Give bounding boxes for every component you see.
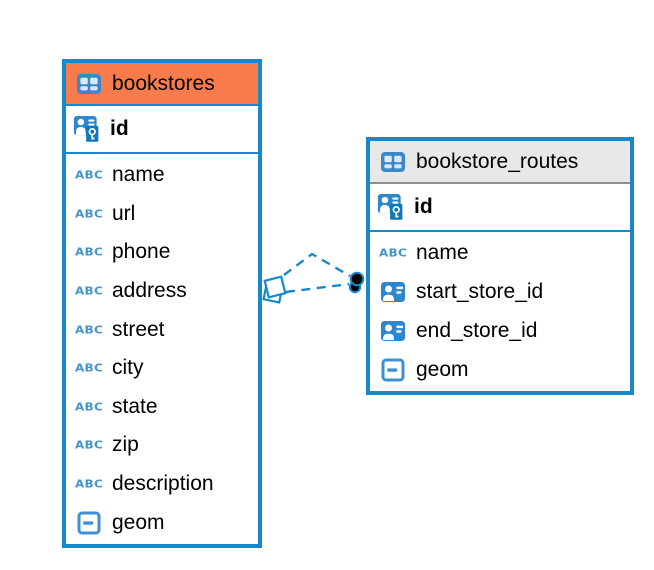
column-row-id[interactable]: id	[66, 106, 258, 154]
column-name: id	[110, 117, 129, 140]
column-name: id	[414, 195, 433, 218]
table-name: bookstore_routes	[416, 149, 579, 173]
column-name: address	[112, 279, 187, 303]
column-row-end_store_id[interactable]: end_store_id	[370, 312, 630, 351]
column-name: geom	[416, 357, 469, 381]
relationship-dot-endpoint[interactable]	[348, 271, 365, 294]
table-icon	[379, 151, 407, 173]
column-row-zip[interactable]: ABC zip	[66, 426, 258, 465]
text-icon: ABC	[74, 284, 104, 298]
relationship-line-1[interactable]	[283, 252, 351, 278]
column-name: end_store_id	[416, 318, 538, 342]
column-row-address[interactable]: ABC address	[66, 272, 258, 311]
column-row-url[interactable]: ABC url	[66, 195, 258, 234]
table-name: bookstores	[112, 71, 215, 95]
table-header[interactable]: bookstores	[66, 63, 258, 106]
column-name: zip	[112, 433, 139, 457]
relationship-diamond-endpoint[interactable]	[262, 275, 287, 304]
column-row-state[interactable]: ABC state	[66, 388, 258, 427]
geometry-icon	[75, 511, 103, 535]
column-name: state	[112, 394, 158, 418]
text-icon: ABC	[74, 323, 104, 337]
text-icon: ABC	[74, 400, 104, 414]
reference-icon	[379, 281, 407, 303]
column-name: start_store_id	[416, 280, 544, 304]
column-name: description	[112, 472, 214, 496]
geometry-icon	[379, 358, 407, 382]
column-name: phone	[112, 240, 171, 264]
column-row-description[interactable]: ABC description	[66, 465, 258, 504]
column-name: url	[112, 201, 136, 225]
column-name: geom	[112, 510, 165, 534]
column-row-name[interactable]: ABC name	[66, 156, 258, 195]
text-icon: ABC	[74, 168, 104, 182]
text-icon: ABC	[74, 246, 104, 259]
table-bookstore-routes[interactable]: bookstore_routes id ABC name start_store_i…	[366, 137, 634, 395]
column-row-start_store_id[interactable]: start_store_id	[370, 273, 630, 312]
reference-icon	[379, 320, 407, 342]
text-icon: ABC	[74, 477, 104, 491]
text-icon: ABC	[378, 246, 408, 260]
primary-key-icon	[377, 189, 405, 226]
text-icon: ABC	[74, 207, 104, 221]
column-row-street[interactable]: ABC street	[66, 310, 258, 349]
column-row-geom[interactable]: geom	[66, 503, 258, 542]
column-row-id[interactable]: id	[370, 184, 630, 232]
column-name: city	[112, 356, 144, 380]
table-header[interactable]: bookstore_routes	[370, 141, 630, 184]
column-row-phone[interactable]: ABC phone	[66, 233, 258, 272]
text-icon: ABC	[74, 361, 104, 375]
primary-key-icon	[73, 111, 101, 148]
column-name: name	[112, 163, 165, 187]
relationship-line-2[interactable]	[285, 282, 350, 294]
column-row-city[interactable]: ABC city	[66, 349, 258, 388]
text-icon: ABC	[74, 439, 104, 452]
column-name: name	[416, 241, 469, 265]
column-name: street	[112, 317, 165, 341]
column-row-name[interactable]: ABC name	[370, 234, 630, 273]
column-row-geom[interactable]: geom	[370, 350, 630, 389]
table-icon	[75, 73, 103, 95]
